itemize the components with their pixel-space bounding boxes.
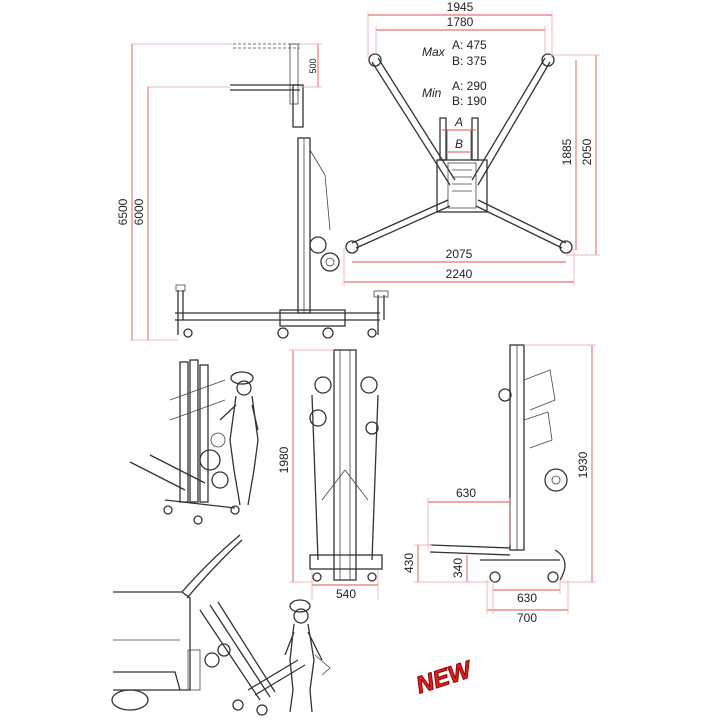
marker-b: B	[455, 137, 463, 151]
top-view-lift	[345, 53, 573, 254]
dim-630-base: 630	[517, 591, 537, 605]
max-b: B: 375	[452, 54, 487, 68]
dim-2050: 2050	[580, 138, 594, 165]
outrigger-foot	[368, 53, 382, 67]
dim-1780: 1780	[447, 15, 474, 29]
max-a: A: 475	[452, 38, 487, 52]
hardhat-icon	[289, 599, 311, 613]
folded-side-dims	[414, 344, 596, 614]
new-badge-text: NEW	[413, 656, 477, 700]
dim-700: 700	[517, 611, 537, 625]
front-view-lift	[175, 43, 389, 339]
new-badge: NEW	[412, 655, 477, 700]
min-label: Min	[422, 86, 442, 100]
max-label: Max	[422, 45, 446, 59]
dim-540: 540	[336, 587, 356, 601]
marker-a: A	[454, 115, 463, 129]
dim-430: 430	[402, 553, 416, 573]
carriage	[292, 84, 304, 128]
folded-front-lift	[309, 349, 383, 582]
dim-6500: 6500	[116, 198, 130, 225]
min-a: A: 290	[452, 79, 487, 93]
dim-6000: 6000	[132, 198, 146, 225]
dim-1980: 1980	[277, 446, 291, 473]
dim-1885: 1885	[560, 138, 574, 165]
dim-1930: 1930	[576, 451, 590, 478]
folded-side-lift	[429, 344, 568, 583]
caster-wheel	[277, 327, 289, 339]
van-loading-scene	[111, 534, 331, 716]
iso-lift-operator	[129, 359, 259, 525]
dim-500: 500	[308, 58, 318, 73]
dim-1945: 1945	[447, 0, 474, 14]
dim-340: 340	[451, 558, 465, 578]
winch-drum	[309, 236, 327, 254]
front-dims	[130, 43, 322, 341]
dim-2240: 2240	[446, 267, 473, 281]
min-b: B: 190	[452, 94, 487, 108]
hardhat-icon	[230, 371, 254, 385]
base-block	[279, 309, 346, 327]
van-rear	[113, 591, 191, 691]
folded-front-dims	[289, 349, 379, 600]
dim-630-fork: 630	[456, 486, 476, 500]
top-dims	[343, 11, 600, 286]
dim-2075: 2075	[446, 247, 473, 261]
